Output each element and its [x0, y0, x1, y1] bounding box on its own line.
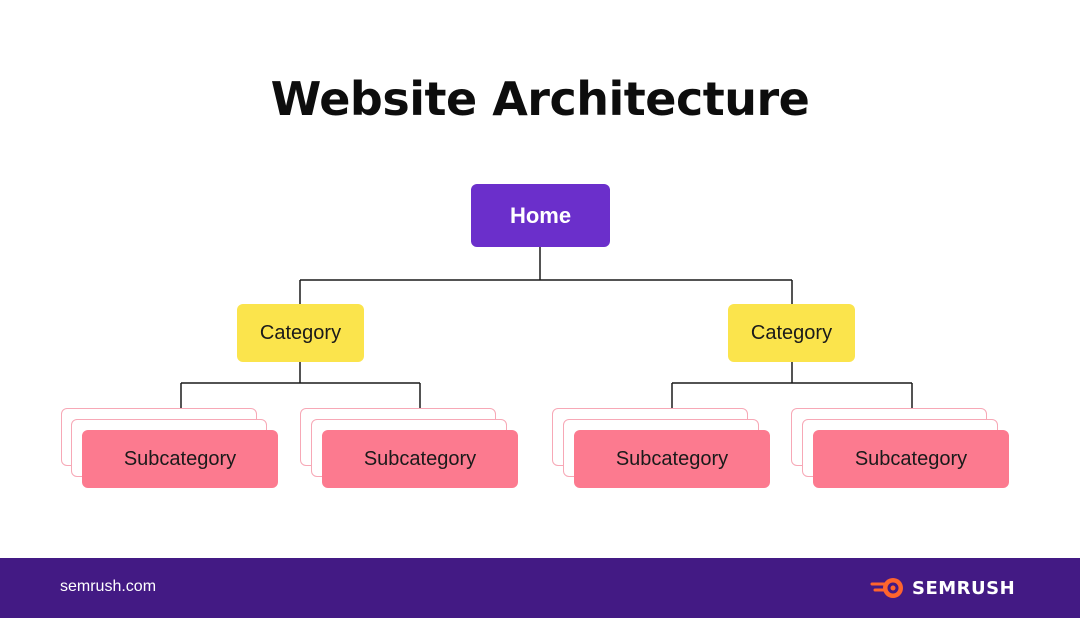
subcategory-node: Subcategory [813, 430, 1009, 488]
subcategory-node: Subcategory [574, 430, 770, 488]
brand-name: SEMRUSH [912, 577, 1016, 599]
category-node-left: Category [237, 304, 364, 362]
subcategory-node: Subcategory [322, 430, 518, 488]
subcategory-node: Subcategory [82, 430, 278, 488]
footer-bar: semrush.com SEMRUSH [0, 558, 1080, 618]
tree-connectors [180, 247, 913, 408]
brand-logo: SEMRUSH [870, 575, 1015, 601]
footer-url: semrush.com [60, 578, 157, 595]
semrush-logo-icon [870, 578, 903, 598]
diagram-title: Website Architecture [270, 72, 810, 126]
category-node-right: Category [728, 304, 855, 362]
home-node: Home [471, 184, 610, 247]
